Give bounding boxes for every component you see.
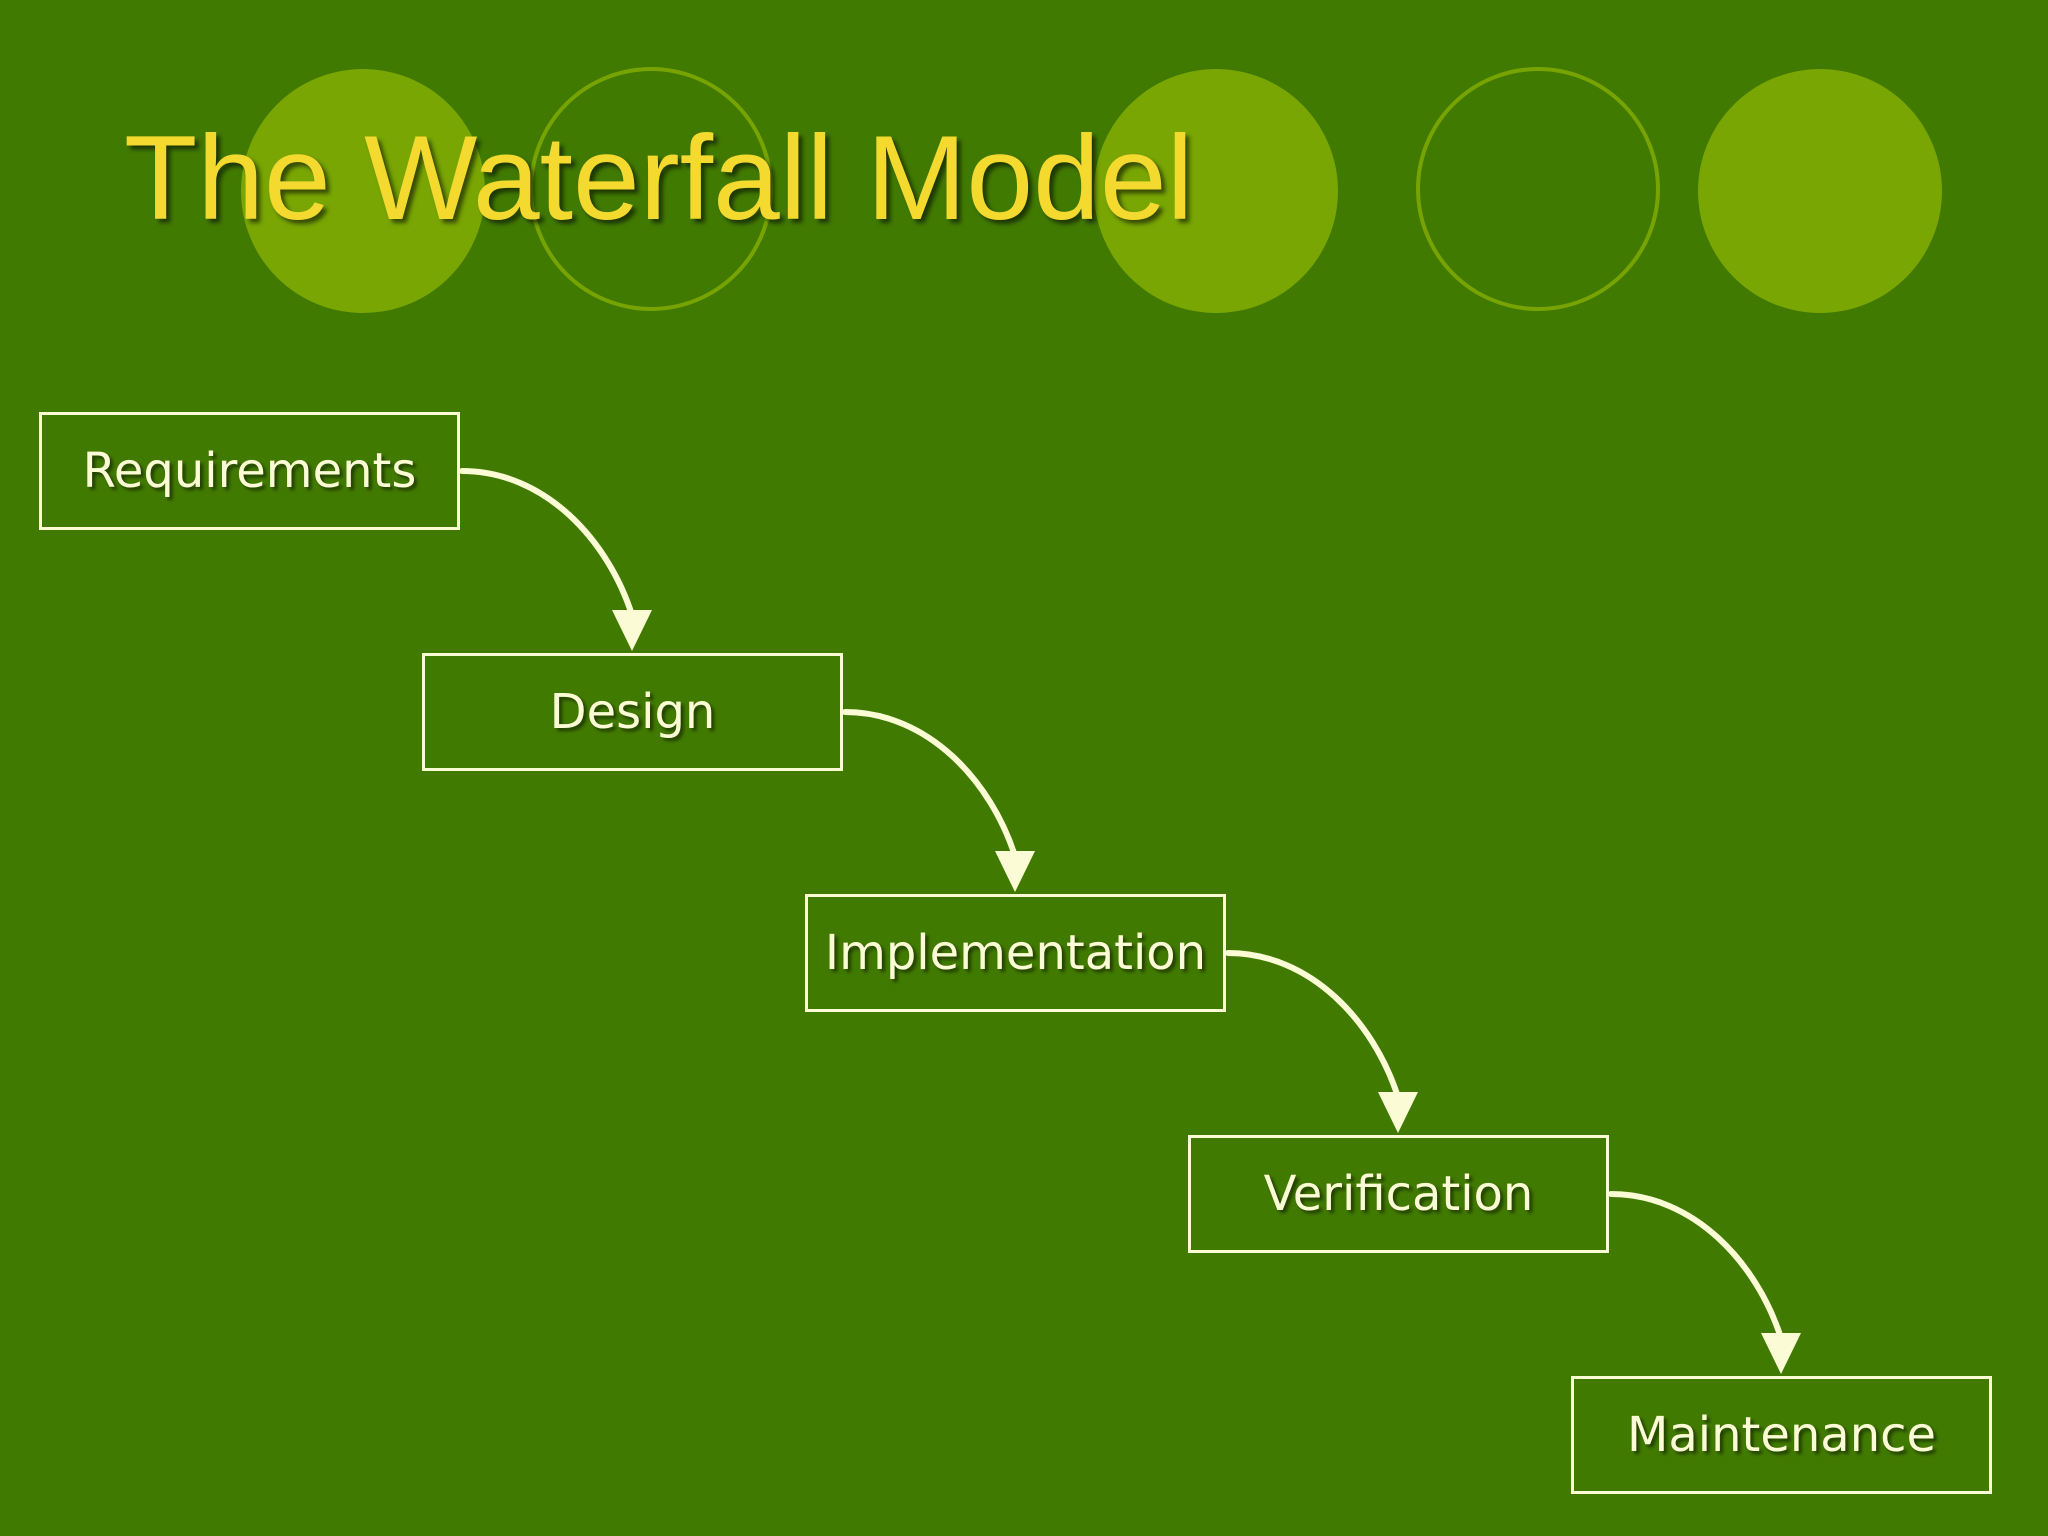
decor-circle-1	[241, 69, 485, 313]
arrowhead-maintenance	[1761, 1333, 1801, 1374]
decor-circle-2	[1094, 69, 1338, 313]
stage-verification: Verification	[1188, 1135, 1609, 1253]
arrowhead-design	[612, 610, 652, 651]
stage-implementation: Implementation	[805, 894, 1226, 1012]
decor-circle-3	[1698, 69, 1942, 313]
stage-maintenance: Maintenance	[1571, 1376, 1992, 1494]
decor-ring-2	[1416, 67, 1660, 311]
stage-design: Design	[422, 653, 843, 771]
stage-label: Design	[549, 684, 716, 740]
stage-requirements: Requirements	[39, 412, 460, 530]
arrowhead-verification	[1378, 1092, 1418, 1133]
stage-label: Requirements	[82, 443, 417, 499]
stage-label: Verification	[1263, 1166, 1534, 1222]
arrowhead-implementation	[995, 851, 1035, 892]
arrow-requirements-to-design	[459, 468, 635, 618]
slide-title: The Waterfall Model	[124, 111, 1194, 245]
decor-ring-1	[529, 67, 773, 311]
arrow-verification-to-maintenance	[1608, 1191, 1784, 1341]
arrow-design-to-implementation	[842, 709, 1018, 859]
stage-label: Implementation	[824, 925, 1207, 981]
arrow-implementation-to-verification	[1225, 950, 1401, 1100]
stage-label: Maintenance	[1626, 1407, 1937, 1463]
